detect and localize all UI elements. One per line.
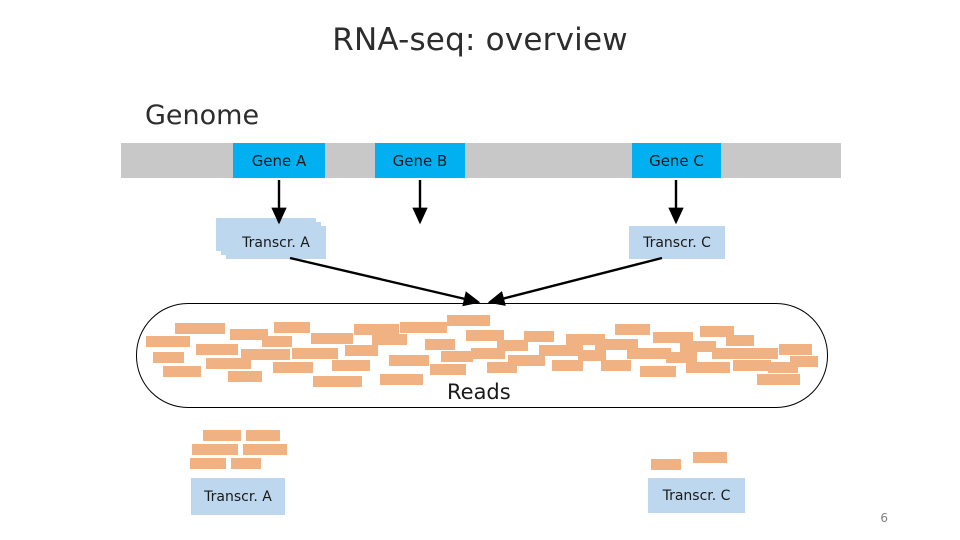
read-block — [552, 360, 583, 371]
read-block — [615, 324, 650, 335]
read-block — [273, 362, 313, 373]
read-block — [241, 349, 290, 360]
read-block — [196, 344, 238, 355]
read-block — [389, 355, 429, 366]
transcript-box-top-1: Transcr. C — [629, 226, 725, 259]
read-block — [274, 322, 310, 333]
read-block — [566, 334, 605, 345]
assembled-read-block — [190, 458, 226, 469]
assembled-read-block — [693, 452, 727, 463]
slide-title: RNA-seq: overview — [332, 22, 628, 58]
read-block — [425, 339, 455, 350]
read-block — [372, 334, 407, 345]
read-block — [447, 315, 490, 326]
read-block — [768, 362, 798, 373]
read-block — [578, 350, 606, 361]
assembled-read-block — [231, 458, 261, 469]
read-block — [206, 358, 251, 369]
read-block — [508, 355, 545, 366]
read-block — [790, 356, 818, 367]
read-block — [146, 336, 190, 347]
transcript-box-bottom-1: Transcr. C — [648, 478, 745, 513]
read-block — [230, 329, 268, 340]
read-block — [430, 364, 466, 375]
read-block — [153, 352, 184, 363]
assembled-read-block — [651, 459, 681, 470]
transcript-box-label: Transcr. A — [242, 234, 310, 251]
transcript-c-to-reads — [487, 256, 663, 306]
read-block — [228, 371, 262, 382]
read-block — [354, 324, 399, 335]
read-block — [733, 360, 771, 371]
read-block — [627, 348, 671, 359]
read-block — [666, 352, 697, 363]
assembled-read-block — [246, 430, 280, 441]
read-block — [712, 348, 753, 359]
read-block — [332, 360, 370, 371]
transcript-box-label: Transcr. C — [643, 234, 711, 251]
read-block — [441, 351, 473, 362]
read-block — [292, 348, 338, 359]
assembled-read-block — [203, 430, 241, 441]
read-block — [487, 362, 517, 373]
transcript-box-label: Transcr. A — [204, 488, 272, 505]
transcript-box-label: Transcr. C — [662, 487, 731, 504]
gene-box-gene-a: Gene A — [233, 143, 325, 178]
read-block — [601, 360, 631, 371]
genome-label: Genome — [145, 100, 260, 131]
page-number: 6 — [880, 511, 888, 525]
read-block — [380, 374, 423, 385]
assembled-read-block — [192, 444, 238, 455]
transcript-box-bottom-0: Transcr. A — [191, 478, 285, 515]
transcript-box-top-0: Transcr. A — [226, 226, 326, 259]
read-block — [757, 374, 800, 385]
read-block — [700, 326, 734, 337]
gene-box-gene-b: Gene B — [375, 143, 465, 178]
gene-box-gene-c: Gene C — [632, 143, 721, 178]
reads-ellipse — [136, 303, 828, 408]
read-block — [471, 348, 505, 359]
read-block — [680, 341, 716, 352]
read-block — [497, 340, 528, 351]
read-block — [640, 366, 676, 377]
read-block — [311, 333, 353, 344]
read-block — [262, 336, 292, 347]
reads-label: Reads — [447, 380, 511, 404]
transcript-a-to-reads — [289, 256, 481, 307]
assembled-read-block — [243, 444, 287, 455]
gene-box-label: Gene C — [649, 151, 704, 170]
read-block — [313, 376, 362, 387]
genome-bar — [121, 143, 841, 178]
read-block — [653, 332, 693, 343]
read-block — [686, 362, 730, 373]
read-block — [726, 335, 754, 346]
read-block — [175, 323, 225, 334]
read-block — [595, 339, 638, 350]
read-block — [539, 345, 583, 356]
read-block — [779, 344, 812, 355]
gene-box-label: Gene B — [392, 151, 448, 170]
read-block — [163, 366, 201, 377]
gene-box-label: Gene A — [251, 151, 307, 170]
read-block — [466, 330, 504, 341]
read-block — [745, 348, 778, 359]
read-block — [524, 331, 554, 342]
read-block — [400, 322, 447, 333]
read-block — [345, 345, 378, 356]
